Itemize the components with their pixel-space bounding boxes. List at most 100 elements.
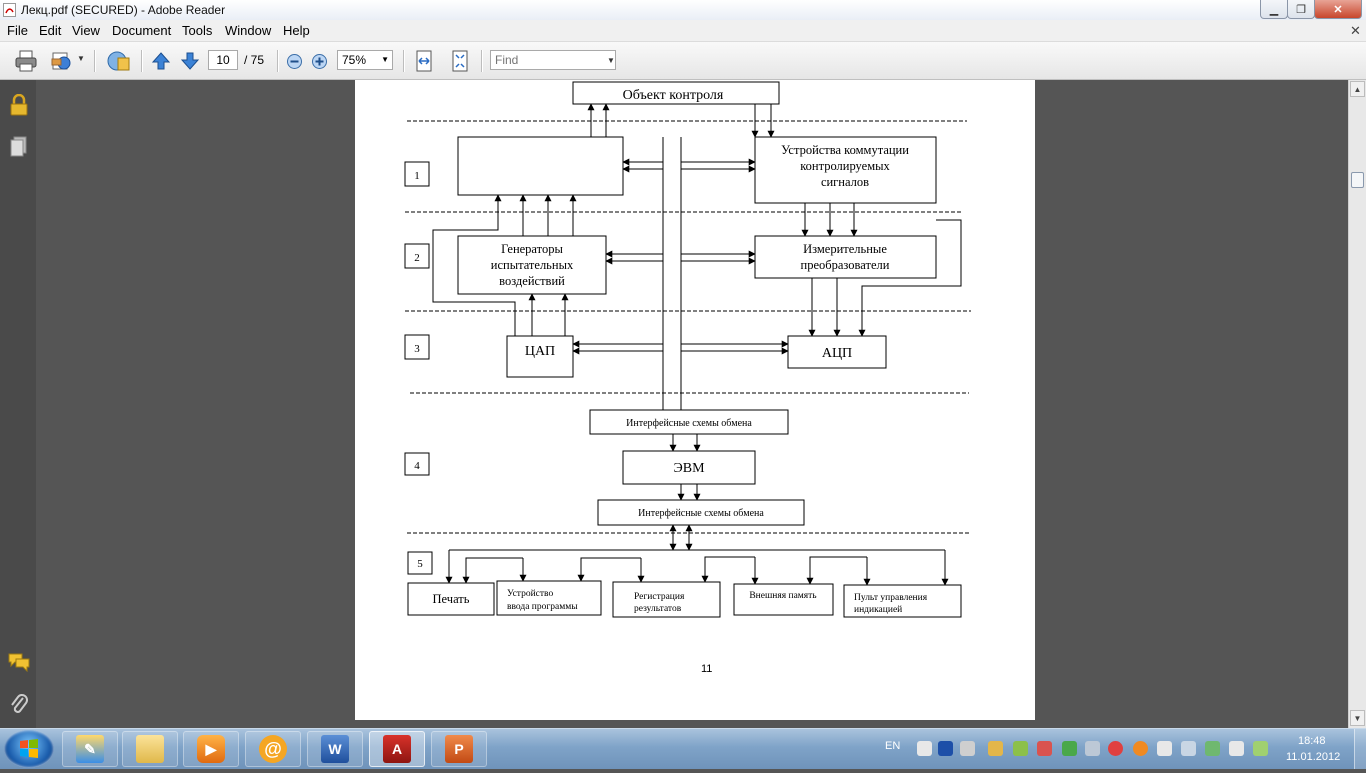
find-input[interactable] — [490, 50, 616, 70]
switch-label-line2: контролируемых — [800, 159, 890, 173]
level-box-4 — [404, 452, 430, 476]
adc-label: АЦП — [822, 346, 852, 361]
vertical-scrollbar[interactable]: ▲ ▼ — [1348, 80, 1366, 728]
menu-file[interactable]: File — [7, 23, 28, 38]
scroll-down-button[interactable]: ▼ — [1350, 710, 1365, 726]
tray-ti-icon[interactable] — [938, 741, 953, 756]
taskbar-mail-agent[interactable]: @ — [245, 731, 301, 767]
folder-icon — [136, 735, 164, 763]
menu-view[interactable]: View — [72, 23, 100, 38]
network-icon[interactable] — [1181, 741, 1196, 756]
arrow-up-icon[interactable] — [151, 51, 171, 71]
close-button[interactable]: ✕ — [1314, 0, 1362, 19]
scroll-thumb[interactable] — [1351, 172, 1364, 188]
usb-icon[interactable] — [1229, 741, 1244, 756]
language-indicator[interactable]: EN — [885, 740, 901, 752]
tray-display-icon[interactable] — [960, 741, 975, 756]
mail-agent-icon: @ — [259, 735, 287, 763]
menu-document[interactable]: Document — [112, 23, 172, 38]
menu-help[interactable]: Help — [283, 23, 310, 38]
tray-tool-icon[interactable] — [988, 741, 1003, 756]
taskbar: ✎ ▶ @ W A P EN 18:48 11.01.2012 — [0, 728, 1366, 769]
separator — [403, 50, 405, 72]
arrow-down-icon[interactable] — [180, 51, 200, 71]
generators-label-line3: воздействий — [499, 274, 565, 288]
control-box — [843, 584, 962, 618]
measuring-label-line2: преобразователи — [801, 258, 890, 272]
scroll-up-button[interactable]: ▲ — [1350, 81, 1365, 97]
page-number-input[interactable]: 10 — [208, 50, 238, 70]
level-label-3: 3 — [414, 343, 420, 355]
volume-icon[interactable] — [1085, 741, 1100, 756]
interface-box-bottom — [597, 499, 805, 526]
fit-page-icon[interactable] — [450, 50, 470, 72]
export-dropdown-icon[interactable]: ▼ — [77, 54, 85, 63]
flag-icon[interactable] — [1157, 741, 1172, 756]
level-label-2: 2 — [414, 252, 420, 264]
tray-check-icon[interactable] — [1013, 741, 1028, 756]
fit-width-icon[interactable] — [414, 50, 434, 72]
minimize-button[interactable]: ▁ — [1260, 0, 1288, 19]
adobe-reader-icon: A — [383, 735, 411, 763]
document-view[interactable]: Объект контроля Устройства коммутации ко… — [36, 80, 1348, 728]
level-box-2 — [404, 243, 430, 269]
powerpoint-icon: P — [445, 735, 473, 763]
printer-icon[interactable] — [14, 50, 38, 72]
window-title: Лекц.pdf (SECURED) - Adobe Reader — [21, 3, 226, 17]
comment-icon[interactable] — [7, 652, 31, 672]
switch-label-line1: Устройства коммутации — [781, 143, 909, 157]
export-icon[interactable] — [50, 50, 74, 72]
level-box-5 — [407, 551, 433, 575]
chevron-down-icon: ▼ — [381, 55, 389, 64]
pages-icon[interactable] — [10, 136, 28, 158]
dac-label: ЦАП — [525, 344, 555, 359]
taskbar-paint[interactable]: ✎ — [62, 731, 118, 767]
tray-security-icon[interactable] — [1037, 741, 1052, 756]
show-desktop-button[interactable] — [1354, 729, 1366, 769]
battery-icon[interactable] — [1253, 741, 1268, 756]
generators-label-line2: испытательных — [491, 258, 574, 272]
document-close-icon[interactable]: ✕ — [1350, 23, 1361, 38]
zoom-in-icon[interactable] — [311, 53, 328, 70]
windows-logo-icon — [20, 739, 38, 758]
input-label-line2: ввода программы — [507, 602, 578, 612]
zoom-out-icon[interactable] — [286, 53, 303, 70]
control-label-line2: индикацией — [854, 604, 902, 615]
clock-time[interactable]: 18:48 — [1298, 735, 1326, 747]
menu-edit[interactable]: Edit — [39, 23, 62, 38]
pdf-file-icon — [3, 3, 16, 17]
taskbar-powerpoint[interactable]: P — [431, 731, 487, 767]
menu-window[interactable]: Window — [225, 23, 272, 38]
block-diagram: Объект контроля Устройства коммутации ко… — [404, 81, 971, 618]
registration-box — [612, 581, 721, 618]
tray-antivirus-icon[interactable] — [1133, 741, 1148, 756]
interface-bottom-label: Интерфейсные схемы обмена — [638, 508, 764, 519]
separator — [277, 50, 279, 72]
page-total-label: / 75 — [244, 53, 265, 67]
zoom-select[interactable]: 75% ▼ — [337, 50, 393, 70]
page-number: 11 — [701, 663, 713, 675]
taskbar-adobe-reader[interactable]: A — [369, 731, 425, 767]
paperclip-icon[interactable] — [9, 692, 29, 716]
paint-icon: ✎ — [76, 735, 104, 763]
menu-tools[interactable]: Tools — [182, 23, 213, 38]
start-button[interactable] — [4, 730, 54, 768]
tray-tasks-icon[interactable] — [917, 741, 932, 756]
maximize-button[interactable]: ❐ — [1287, 0, 1315, 19]
level-label-4: 4 — [414, 460, 420, 472]
switch-label-line3: сигналов — [821, 175, 869, 189]
media-player-icon: ▶ — [197, 735, 225, 763]
tray-shield-icon[interactable] — [1205, 741, 1220, 756]
taskbar-word[interactable]: W — [307, 731, 363, 767]
collaborate-icon[interactable] — [105, 49, 131, 73]
tray-target-icon[interactable] — [1108, 741, 1123, 756]
lock-icon[interactable] — [9, 94, 29, 116]
interface-box-top — [589, 409, 789, 435]
taskbar-explorer[interactable] — [122, 731, 178, 767]
menu-bar: File Edit View Document Tools Window Hel… — [0, 20, 1366, 42]
clock-date[interactable]: 11.01.2012 — [1286, 751, 1341, 763]
find-dropdown-icon[interactable]: ▼ — [607, 56, 615, 65]
tray-update-icon[interactable] — [1062, 741, 1077, 756]
registration-label-line2: результатов — [634, 604, 682, 614]
taskbar-media-player[interactable]: ▶ — [183, 731, 239, 767]
